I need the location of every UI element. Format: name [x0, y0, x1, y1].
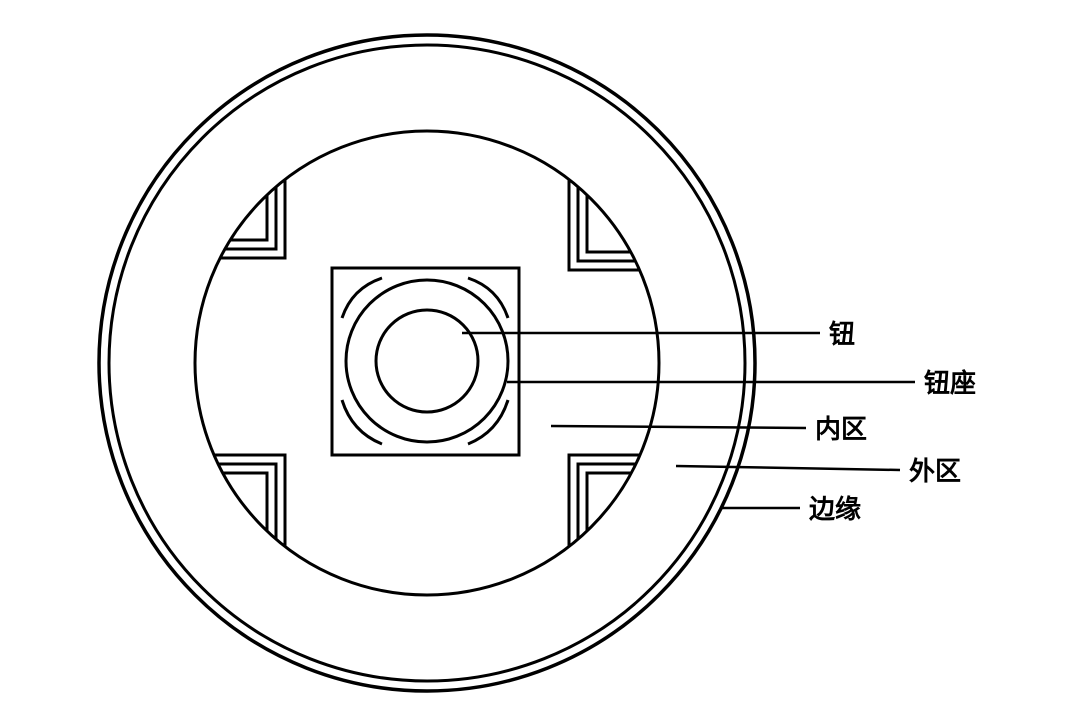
- label-outer-zone: 外区: [909, 457, 961, 487]
- corner-ornaments: [195, 160, 659, 570]
- label-inner-zone: 内区: [815, 415, 867, 445]
- label-knob-seat: 钮座: [924, 368, 976, 399]
- leader-line-outer-zone: [675, 464, 901, 472]
- inner-zone-circle: [193, 129, 661, 597]
- corner-ornament-top-right: [567, 160, 659, 272]
- knob-circle: [374, 308, 480, 414]
- leader-line-inner-zone: [550, 424, 807, 430]
- rim-inner-circle: [107, 43, 747, 683]
- knob-seat-square: [330, 266, 521, 457]
- knob-seat-arcs: [340, 276, 510, 446]
- leader-lines: [462, 331, 915, 510]
- label-rim: 边缘: [809, 495, 861, 525]
- rim-outer-circle: [97, 33, 757, 693]
- label-knob: 钮: [829, 320, 855, 350]
- knob-seat-ring: [344, 278, 510, 444]
